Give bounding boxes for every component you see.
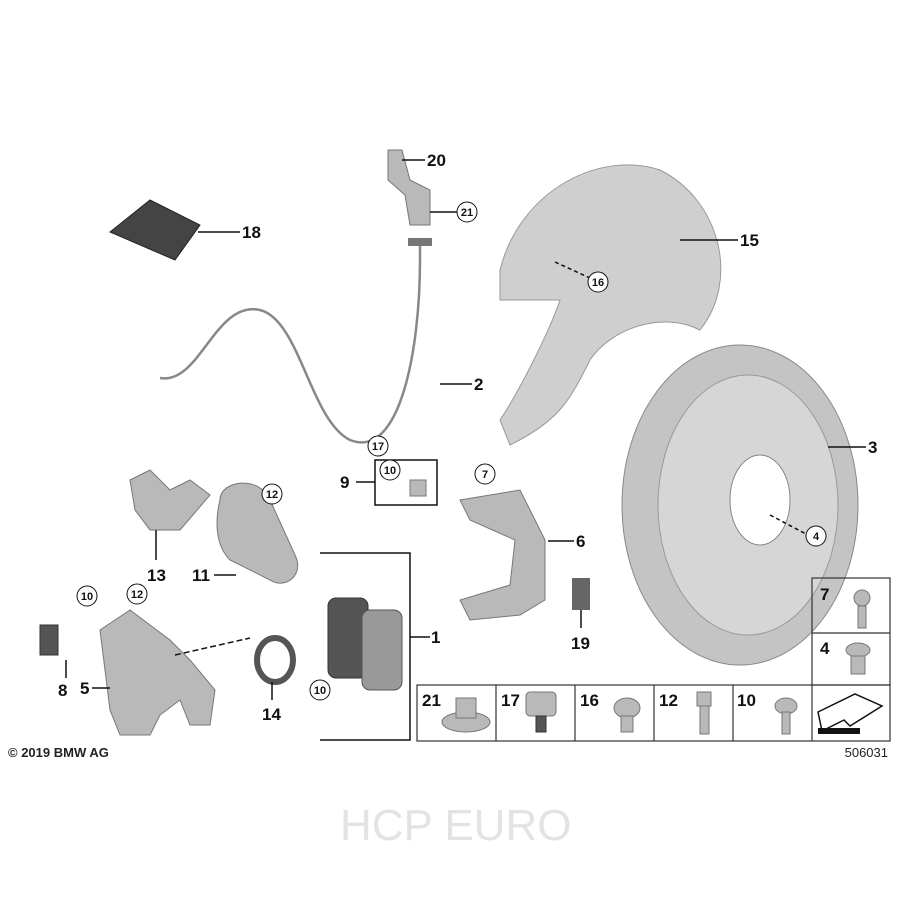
diagram-number: 506031 bbox=[845, 745, 888, 760]
svg-text:17: 17 bbox=[501, 691, 520, 710]
callout-10-pads: 10 bbox=[309, 679, 331, 701]
svg-text:11: 11 bbox=[192, 566, 210, 585]
svg-text:21: 21 bbox=[422, 691, 441, 710]
callout-9: 9 10 bbox=[340, 459, 438, 506]
svg-text:17: 17 bbox=[372, 441, 384, 453]
part-9-guide-bolt bbox=[409, 479, 427, 497]
callout-4: 4 bbox=[769, 514, 827, 547]
hardware-21: 21 bbox=[422, 691, 491, 733]
svg-text:13: 13 bbox=[147, 566, 166, 585]
callout-1: 1 bbox=[320, 552, 440, 741]
svg-text:12: 12 bbox=[659, 691, 678, 710]
hardware-16: 16 bbox=[580, 691, 641, 733]
callout-12-caliper: 12 bbox=[126, 583, 148, 605]
svg-text:10: 10 bbox=[314, 685, 326, 697]
callout-18: 18 bbox=[198, 223, 261, 242]
svg-text:19: 19 bbox=[571, 634, 590, 653]
part-8-dark bbox=[39, 624, 59, 656]
callout-14: 14 bbox=[262, 682, 281, 724]
svg-text:12: 12 bbox=[266, 489, 278, 501]
callout-6: 6 bbox=[548, 532, 585, 551]
svg-text:10: 10 bbox=[737, 691, 756, 710]
svg-text:10: 10 bbox=[81, 591, 93, 603]
part-6-caliper-carrier bbox=[459, 489, 546, 621]
callout-17: 17 bbox=[367, 435, 389, 457]
hardware-17: 17 bbox=[501, 691, 557, 733]
svg-text:20: 20 bbox=[427, 151, 446, 170]
svg-text:6: 6 bbox=[576, 532, 585, 551]
callout-13: 13 bbox=[147, 530, 166, 585]
part-5-brake-caliper bbox=[99, 609, 216, 736]
callout-21: 21 bbox=[430, 201, 478, 223]
disc-center-bore bbox=[729, 454, 791, 546]
callout-10-caliper: 10 bbox=[76, 585, 98, 607]
svg-text:21: 21 bbox=[461, 207, 473, 219]
callout-16: 16 bbox=[554, 261, 609, 293]
svg-text:8: 8 bbox=[58, 681, 67, 700]
svg-text:7: 7 bbox=[482, 469, 488, 481]
svg-text:3: 3 bbox=[868, 438, 877, 457]
direction-arrow-icon bbox=[817, 693, 884, 734]
svg-text:16: 16 bbox=[592, 277, 604, 289]
svg-text:9: 9 bbox=[340, 473, 349, 492]
hardware-4: 4 bbox=[820, 639, 871, 675]
svg-text:2: 2 bbox=[474, 375, 483, 394]
hardware-10: 10 bbox=[737, 691, 798, 735]
part-13-bracket bbox=[129, 469, 211, 531]
callout-5: 5 bbox=[80, 679, 110, 698]
part-15-dust-shield bbox=[499, 164, 722, 446]
callout-11: 11 bbox=[192, 566, 236, 585]
callout-20: 20 bbox=[402, 151, 446, 170]
assembly-line bbox=[174, 637, 251, 656]
copyright: © 2019 BMW AG bbox=[8, 745, 109, 760]
svg-text:12: 12 bbox=[131, 589, 143, 601]
part-1-pad-right bbox=[361, 609, 403, 691]
svg-text:5: 5 bbox=[80, 679, 89, 698]
hardware-7: 7 bbox=[820, 585, 871, 629]
part-18-sheet bbox=[109, 199, 201, 261]
callout-7: 7 bbox=[474, 463, 496, 485]
part-19-label bbox=[572, 578, 590, 610]
svg-text:16: 16 bbox=[580, 691, 599, 710]
part-14-seal-ring bbox=[254, 635, 296, 685]
svg-text:14: 14 bbox=[262, 705, 281, 724]
sensor-plug bbox=[408, 238, 432, 246]
svg-text:1: 1 bbox=[431, 628, 440, 647]
svg-text:15: 15 bbox=[740, 231, 759, 250]
svg-text:7: 7 bbox=[820, 585, 829, 604]
callout-2: 2 bbox=[440, 375, 483, 394]
svg-text:10: 10 bbox=[384, 465, 396, 477]
part-11-parking-motor bbox=[216, 482, 299, 584]
callout-8: 8 bbox=[58, 660, 67, 700]
callout-3: 3 bbox=[828, 438, 877, 457]
svg-text:4: 4 bbox=[813, 531, 820, 543]
svg-text:4: 4 bbox=[820, 639, 830, 658]
callout-15: 15 bbox=[680, 231, 759, 250]
part-2-wear-sensor bbox=[159, 245, 422, 444]
callout-19: 19 bbox=[571, 610, 590, 653]
part-20-bracket bbox=[387, 149, 431, 226]
hardware-12: 12 bbox=[659, 691, 712, 735]
hardware-table bbox=[416, 577, 891, 742]
callout-12-motor: 12 bbox=[261, 483, 283, 505]
watermark: HCP EURO bbox=[340, 801, 571, 850]
svg-text:18: 18 bbox=[242, 223, 261, 242]
